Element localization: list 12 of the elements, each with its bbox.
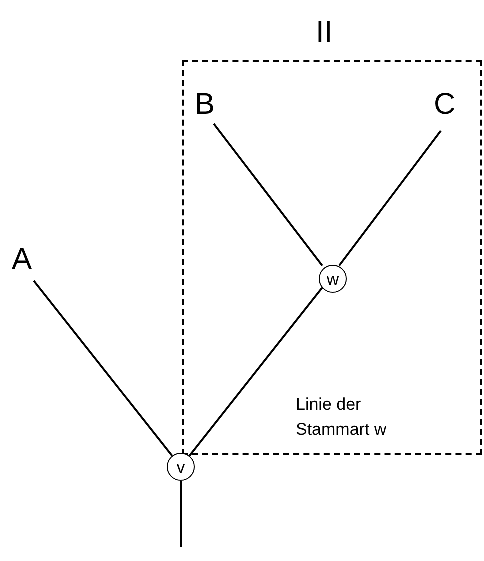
group-heading: II bbox=[316, 18, 333, 48]
branch-line bbox=[338, 130, 442, 266]
taxon-label: C bbox=[434, 90, 456, 120]
branch-line bbox=[180, 481, 182, 547]
group-caption: Linie der Stammart w bbox=[296, 394, 388, 441]
node-circle: w bbox=[319, 265, 347, 293]
branch-line bbox=[33, 280, 174, 457]
branch-line bbox=[213, 123, 324, 266]
branch-line bbox=[188, 287, 324, 457]
taxon-label: A bbox=[12, 245, 32, 275]
taxon-label: B bbox=[195, 90, 216, 120]
node-circle: v bbox=[167, 453, 195, 481]
